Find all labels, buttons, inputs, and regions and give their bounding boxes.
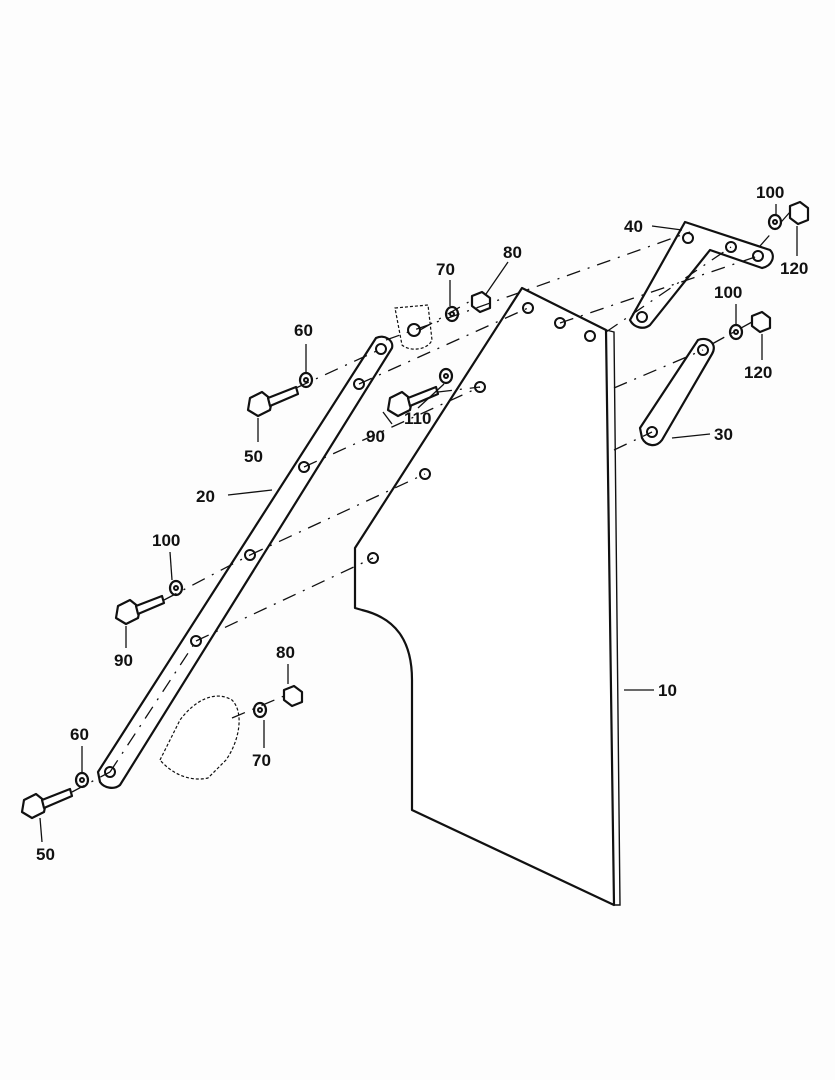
callout-60-bottom: 60 — [70, 725, 89, 744]
callout-90-mid: 90 — [114, 651, 133, 670]
nuts — [282, 200, 810, 708]
callout-50-top: 50 — [244, 447, 263, 466]
callout-90-top: 90 — [366, 427, 385, 446]
callout-120-right: 120 — [744, 363, 772, 382]
callout-100-top: 100 — [756, 183, 784, 202]
callout-50-bottom: 50 — [36, 845, 55, 864]
part-10-plate — [353, 286, 621, 907]
callout-60-top: 60 — [294, 321, 313, 340]
mounting-lug-top — [394, 304, 433, 350]
callout-leaders — [39, 204, 798, 843]
callout-30: 30 — [714, 425, 733, 444]
callout-70-bottom: 70 — [252, 751, 271, 770]
callout-80-bottom: 80 — [276, 643, 295, 662]
callout-labels: 10 20 30 40 50 50 60 60 70 70 80 80 90 9… — [36, 183, 808, 864]
callout-120-top: 120 — [780, 259, 808, 278]
part-20-strut — [96, 335, 394, 789]
callout-20: 20 — [196, 487, 215, 506]
bolt-90-top — [386, 385, 440, 418]
callout-100-right: 100 — [714, 283, 742, 302]
bolt-50-top — [246, 385, 300, 418]
bolt-50-bottom — [20, 787, 74, 820]
callout-70-top: 70 — [436, 260, 455, 279]
mounting-lug-bottom — [159, 695, 240, 780]
callout-10: 10 — [658, 681, 677, 700]
callout-80-top: 80 — [503, 243, 522, 262]
callout-40: 40 — [624, 217, 643, 236]
callout-110: 110 — [404, 409, 431, 428]
assembly-lines — [71, 211, 791, 793]
callout-100-left: 100 — [152, 531, 180, 550]
part-40-bracket — [628, 220, 774, 329]
washers — [74, 213, 783, 789]
bolt-90-left — [114, 594, 166, 626]
part-30-link — [638, 337, 715, 447]
